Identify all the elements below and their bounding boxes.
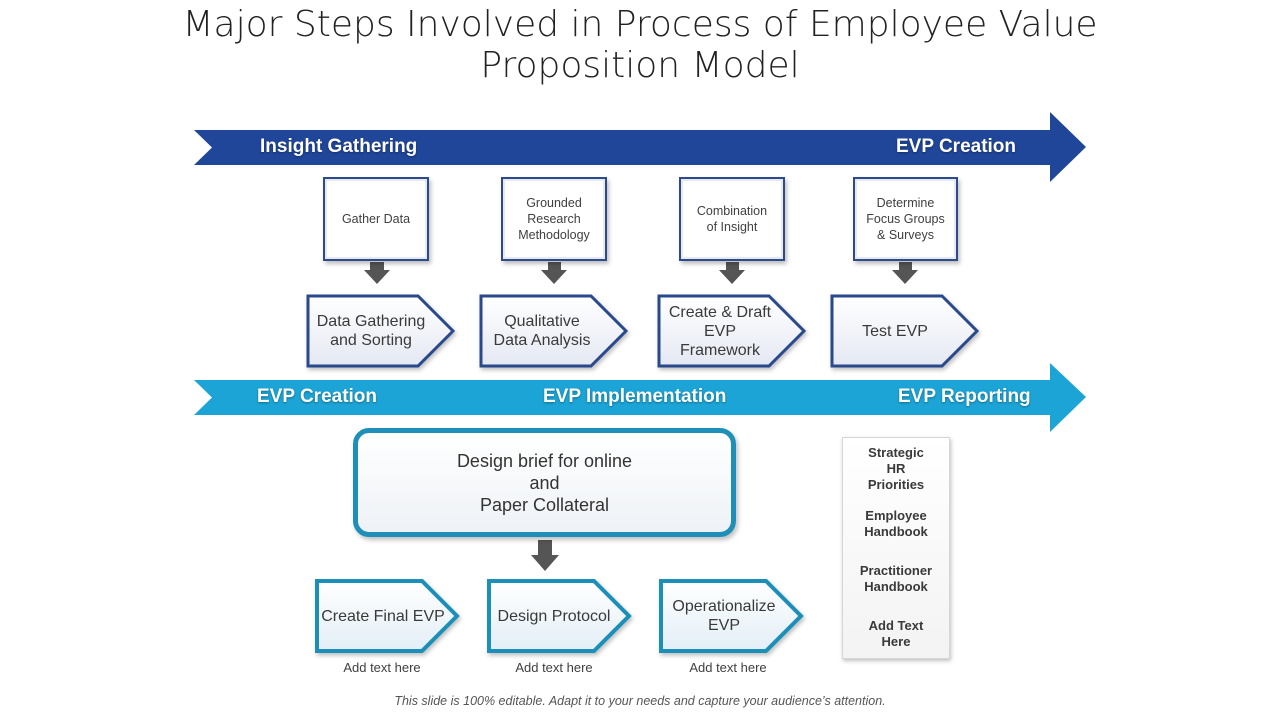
page-title-line-1: Major Steps Involved in Process of Emplo… <box>182 4 1098 45</box>
implementation-process-arrow <box>194 363 1086 432</box>
evp-reporting-label: EVP Reporting <box>898 386 1031 407</box>
down-arrow-icon <box>541 262 567 284</box>
insight-box-focus-groups: Determine Focus Groups & Surveys <box>853 177 958 261</box>
creation-chevron-label: Test EVP <box>862 322 928 340</box>
reporting-item: Strategic HR Priorities <box>867 445 925 492</box>
insight-box-gather-data: Gather Data <box>323 177 429 261</box>
insight-box-combination: Combination of Insight <box>679 177 785 261</box>
creation-chevron-shape <box>830 294 980 368</box>
design-brief-line-2: and <box>529 472 560 493</box>
page-title-line-2: Proposition Model <box>480 45 800 86</box>
insight-box-label: Determine Focus Groups & Surveys <box>866 196 945 242</box>
insight-box-grounded-research: Grounded Research Methodology <box>501 177 607 261</box>
design-brief-line-3: Paper Collateral <box>479 494 610 515</box>
implementation-chevron-shape <box>315 579 460 653</box>
implementation-chevron-operationalize: Operationalize EVP <box>663 583 785 649</box>
caption-design-protocol: Add text here <box>515 660 593 675</box>
implementation-chevron-label: Create Final EVP <box>321 607 445 625</box>
creation-chevron-test-evp: Test EVP <box>834 298 956 364</box>
caption-create-final: Add text here <box>343 660 421 675</box>
insight-box-label: Grounded Research Methodology <box>518 196 590 242</box>
implementation-chevron-shape <box>487 579 632 653</box>
page-title: Major Steps Involved in Process of Emplo… <box>0 4 1280 86</box>
implementation-chevron-label: Design Protocol <box>497 607 611 625</box>
creation-chevron-data-gathering: Data Gathering and Sorting <box>310 298 432 364</box>
creation-chevron-label: Qualitative Data Analysis <box>493 313 591 349</box>
implementation-chevron-design-protocol: Design Protocol <box>491 583 617 649</box>
creation-chevron-label: Create & Draft EVP Framework <box>668 303 772 359</box>
insight-box-label: Gather Data <box>341 212 411 226</box>
footer-note: This slide is 100% editable. Adapt it to… <box>394 694 886 708</box>
reporting-item: Practitioner Handbook <box>859 563 933 594</box>
reporting-panel: Strategic HR Priorities Employee Handboo… <box>842 437 950 659</box>
down-arrow-icon <box>531 540 559 571</box>
design-brief-box: Design brief for online and Paper Collat… <box>353 428 736 537</box>
down-arrow-icon <box>892 262 918 284</box>
implementation-chevron-shape <box>659 579 804 653</box>
insight-process-arrow <box>194 112 1086 182</box>
down-arrow-icon <box>364 262 390 284</box>
evp-implementation-label: EVP Implementation <box>543 386 727 407</box>
creation-chevron-qualitative: Qualitative Data Analysis <box>483 298 601 364</box>
implementation-chevron-label: Operationalize EVP <box>672 598 776 634</box>
creation-chevron-label: Data Gathering and Sorting <box>316 313 426 349</box>
caption-operationalize: Add text here <box>689 660 767 675</box>
insight-box-label: Combination of Insight <box>696 204 768 234</box>
insight-gathering-label: Insight Gathering <box>260 136 418 157</box>
evp-creation-stage-label: EVP Creation <box>257 386 378 407</box>
design-brief-line-1: Design brief for online <box>456 450 633 471</box>
evp-creation-label: EVP Creation <box>896 136 1017 157</box>
reporting-item: Employee Handbook <box>864 508 928 539</box>
creation-chevron-shape <box>479 294 629 368</box>
implementation-chevron-create-final: Create Final EVP <box>319 583 447 649</box>
down-arrow-icon <box>719 262 745 284</box>
creation-chevron-shape <box>657 294 807 368</box>
creation-chevron-shape <box>306 294 456 368</box>
creation-chevron-framework: Create & Draft EVP Framework <box>661 298 779 364</box>
reporting-item: Add Text Here <box>868 618 924 649</box>
